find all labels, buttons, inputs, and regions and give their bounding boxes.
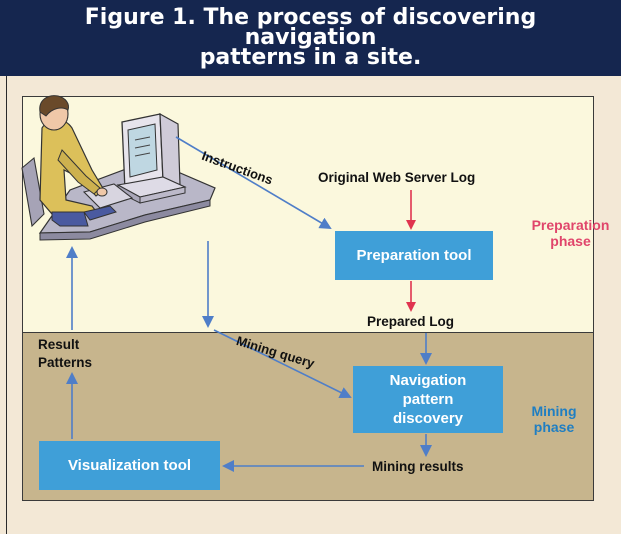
figure-title: Figure 1. The process of discovering nav… xyxy=(84,5,537,70)
preparation-tool-box: Preparation tool xyxy=(335,231,493,280)
preparation-phase-label: Preparation phase xyxy=(531,217,610,249)
result-patterns-label: Result Patterns xyxy=(38,337,93,370)
preparation-tool-label: Preparation tool xyxy=(356,247,472,264)
original-log-label: Original Web Server Log xyxy=(318,170,476,185)
navigation-pattern-discovery-label: Navigation pattern discovery xyxy=(389,372,467,427)
visualization-tool-label: Visualization tool xyxy=(67,457,192,474)
prepared-log-label: Prepared Log xyxy=(367,314,455,329)
visualization-tool-box: Visualization tool xyxy=(39,441,220,490)
left-rule xyxy=(6,76,7,534)
preparation-panel xyxy=(22,96,594,332)
mining-phase-label: Mining phase xyxy=(531,403,577,435)
mining-results-label: Mining results xyxy=(372,459,464,474)
navigation-pattern-discovery-box: Navigation pattern discovery xyxy=(353,366,503,433)
title-bar: Figure 1. The process of discovering nav… xyxy=(0,0,621,76)
